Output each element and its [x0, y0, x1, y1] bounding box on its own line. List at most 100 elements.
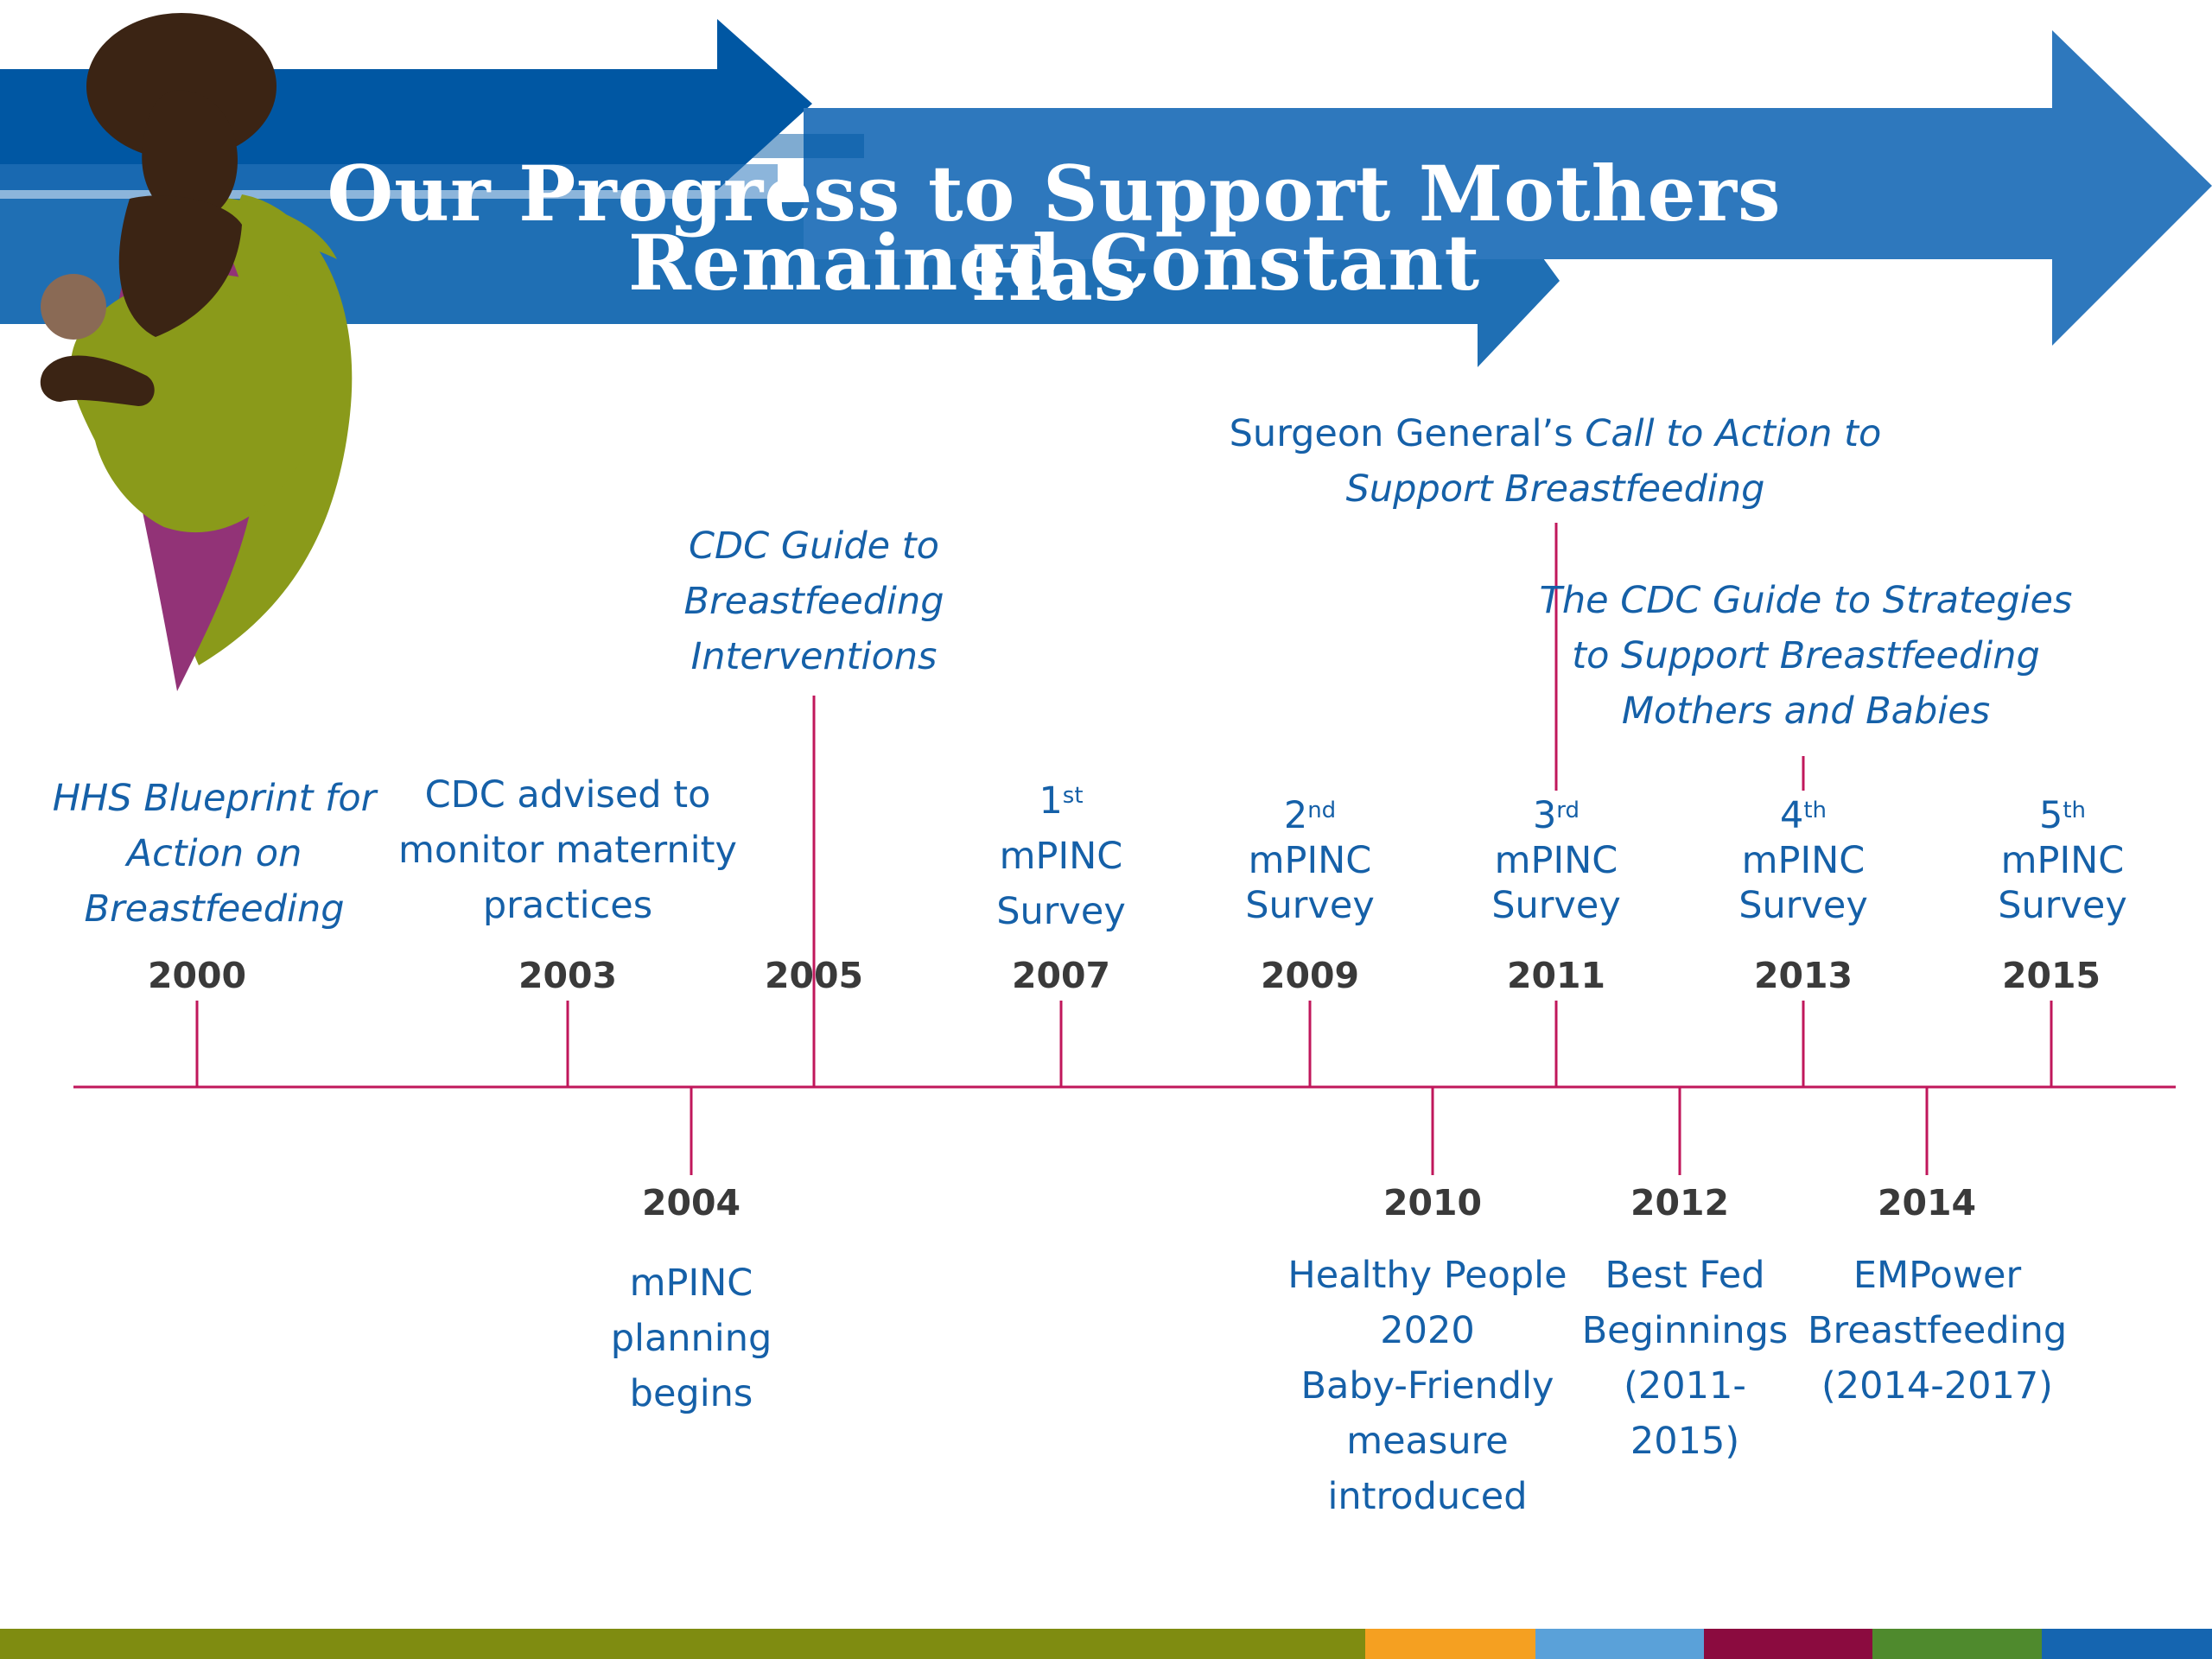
year-2012: 2012 — [1630, 1182, 1730, 1224]
event-2009-line: Survey — [1245, 884, 1375, 927]
baby-head — [41, 274, 106, 340]
event-2000-line: HHS Blueprint for — [52, 777, 377, 820]
event-2005: CDC Guide to Breastfeeding Interventions — [650, 518, 978, 684]
event-2009-ordinal: 2nd — [1198, 793, 1422, 838]
event-2003-line: practices — [482, 884, 653, 927]
event-2014-line: (2014-2017) — [1821, 1364, 2053, 1408]
event-2013-ordinal: 4th — [1691, 793, 1916, 838]
arrow-banner — [0, 19, 2212, 367]
event-2010-line: introduced — [1327, 1475, 1528, 1518]
event-2005-line: CDC Guide to — [689, 524, 939, 568]
event-2005-line: Breastfeeding — [683, 580, 944, 623]
ordinal-suffix: th — [2063, 798, 2087, 823]
ordinal-suffix: st — [1062, 783, 1084, 809]
event-2015-line: mPINC — [2000, 839, 2125, 882]
event-2007-line: mPINC — [999, 835, 1123, 878]
event-2013-line: mPINC — [1741, 839, 1866, 882]
ordinal-suffix: th — [1803, 798, 1827, 823]
footer-color-bar — [0, 1629, 2212, 1659]
event-2003-line: CDC advised to — [424, 773, 711, 817]
footer-segment-lightblue — [1535, 1629, 1704, 1659]
year-2011: 2011 — [1506, 955, 1606, 996]
event-2014-line: EMPower — [1853, 1254, 2022, 1297]
event-2010-line: Baby-Friendly — [1300, 1364, 1554, 1408]
year-2003: 2003 — [518, 955, 618, 996]
sling-green-front — [70, 274, 324, 533]
event-2010-line: measure — [1346, 1420, 1509, 1463]
event-2003: CDC advised to monitor maternity practic… — [386, 767, 749, 933]
event-2013: 4th mPINC Survey — [1691, 793, 1916, 928]
event-2015-line: Survey — [1998, 884, 2127, 927]
event-2012-line: Best Fed — [1605, 1254, 1765, 1297]
callout-cdc-strategies-line: to Support Breastfeeding — [1572, 634, 2040, 677]
title-line-1: Our Progress to Support Mothers Has — [327, 149, 1782, 318]
footer-segment-maroon — [1704, 1629, 1872, 1659]
arm — [40, 355, 155, 406]
head-face — [142, 90, 238, 221]
callout-italic-text: Call to Action to — [1585, 412, 1882, 455]
event-2012-line: Beginnings — [1581, 1309, 1789, 1352]
event-2004-line: planning — [610, 1317, 772, 1360]
event-2012-line: (2011-2015) — [1624, 1364, 1746, 1463]
callout-surgeon-general: Surgeon General’s Call to Action to Supp… — [1227, 406, 1884, 517]
callout-cdc-strategies-line: Mothers and Babies — [1621, 690, 1991, 733]
callout-cdc-strategies: The CDC Guide to Strategies to Support B… — [1538, 573, 2074, 739]
event-2000-line: Breastfeeding — [84, 887, 345, 931]
banner-stripe-light — [0, 164, 778, 199]
ordinal-number: 4 — [1779, 794, 1804, 837]
year-2005: 2005 — [764, 955, 864, 996]
event-2000: HHS Blueprint for Action on Breastfeedin… — [33, 771, 396, 937]
year-2000: 2000 — [147, 955, 247, 996]
footer-segment-orange — [1365, 1629, 1535, 1659]
callout-plain-text: Surgeon General’s — [1229, 412, 1586, 455]
year-2007: 2007 — [1011, 955, 1111, 996]
event-2015: 5th mPINC Survey — [1950, 793, 2175, 928]
event-2009-line: mPINC — [1248, 839, 1372, 882]
title-line-2: Remained Constant — [627, 218, 1481, 308]
event-2011: 3rd mPINC Survey — [1444, 793, 1669, 928]
ordinal-number: 5 — [2038, 794, 2063, 837]
event-2004-line: begins — [629, 1372, 753, 1415]
ordinal-suffix: nd — [1307, 798, 1337, 823]
ordinal-suffix: rd — [1556, 798, 1580, 823]
footer-segment-darkgreen — [1872, 1629, 2042, 1659]
event-2011-ordinal: 3rd — [1444, 793, 1669, 838]
event-2005-line: Interventions — [690, 635, 938, 678]
event-2000-line: Action on — [126, 832, 302, 875]
event-2015-ordinal: 5th — [1950, 793, 2175, 838]
callout-cdc-strategies-line: The CDC Guide to Strategies — [1539, 579, 2073, 622]
event-2007: 1st mPINC Survey — [949, 773, 1173, 939]
year-2004: 2004 — [641, 1182, 741, 1224]
event-2011-line: mPINC — [1494, 839, 1618, 882]
callout-surgeon-general-line1: Surgeon General’s Call to Action to — [1227, 406, 1884, 461]
event-2004-line: mPINC — [629, 1262, 753, 1305]
footer-segment-blue — [2042, 1629, 2212, 1659]
footer-segment-green — [0, 1629, 1365, 1659]
ordinal-number: 1 — [1039, 779, 1063, 823]
year-2009: 2009 — [1260, 955, 1360, 996]
event-2010: Healthy People 2020 Baby-Friendly measur… — [1270, 1248, 1585, 1524]
neck-torso — [118, 195, 242, 337]
year-2014: 2014 — [1877, 1182, 1977, 1224]
event-2003-line: monitor maternity — [398, 829, 737, 872]
event-2007-ordinal: 1st — [949, 773, 1173, 829]
event-2007-line: Survey — [996, 890, 1126, 933]
event-2010-line: Healthy People — [1287, 1254, 1567, 1297]
callout-surgeon-general-line2: Support Breastfeeding — [1345, 467, 1765, 511]
ordinal-number: 3 — [1532, 794, 1557, 837]
event-2004: mPINC planning begins — [553, 1255, 830, 1421]
event-2014: EMPower Breastfeeding (2014-2017) — [1808, 1248, 2067, 1414]
year-2013: 2013 — [1753, 955, 1853, 996]
event-2010-line: 2020 — [1380, 1309, 1475, 1352]
year-2015: 2015 — [2001, 955, 2101, 996]
event-2011-line: Survey — [1491, 884, 1621, 927]
event-2014-line: Breastfeeding — [1808, 1309, 2068, 1352]
mother-figure-icon — [40, 13, 353, 691]
year-2010: 2010 — [1382, 1182, 1483, 1224]
event-2012: Best Fed Beginnings (2011-2015) — [1573, 1248, 1797, 1469]
large-arrow — [804, 30, 2212, 346]
event-2009: 2nd mPINC Survey — [1198, 793, 1422, 928]
event-2013-line: Survey — [1738, 884, 1868, 927]
ordinal-number: 2 — [1283, 794, 1308, 837]
